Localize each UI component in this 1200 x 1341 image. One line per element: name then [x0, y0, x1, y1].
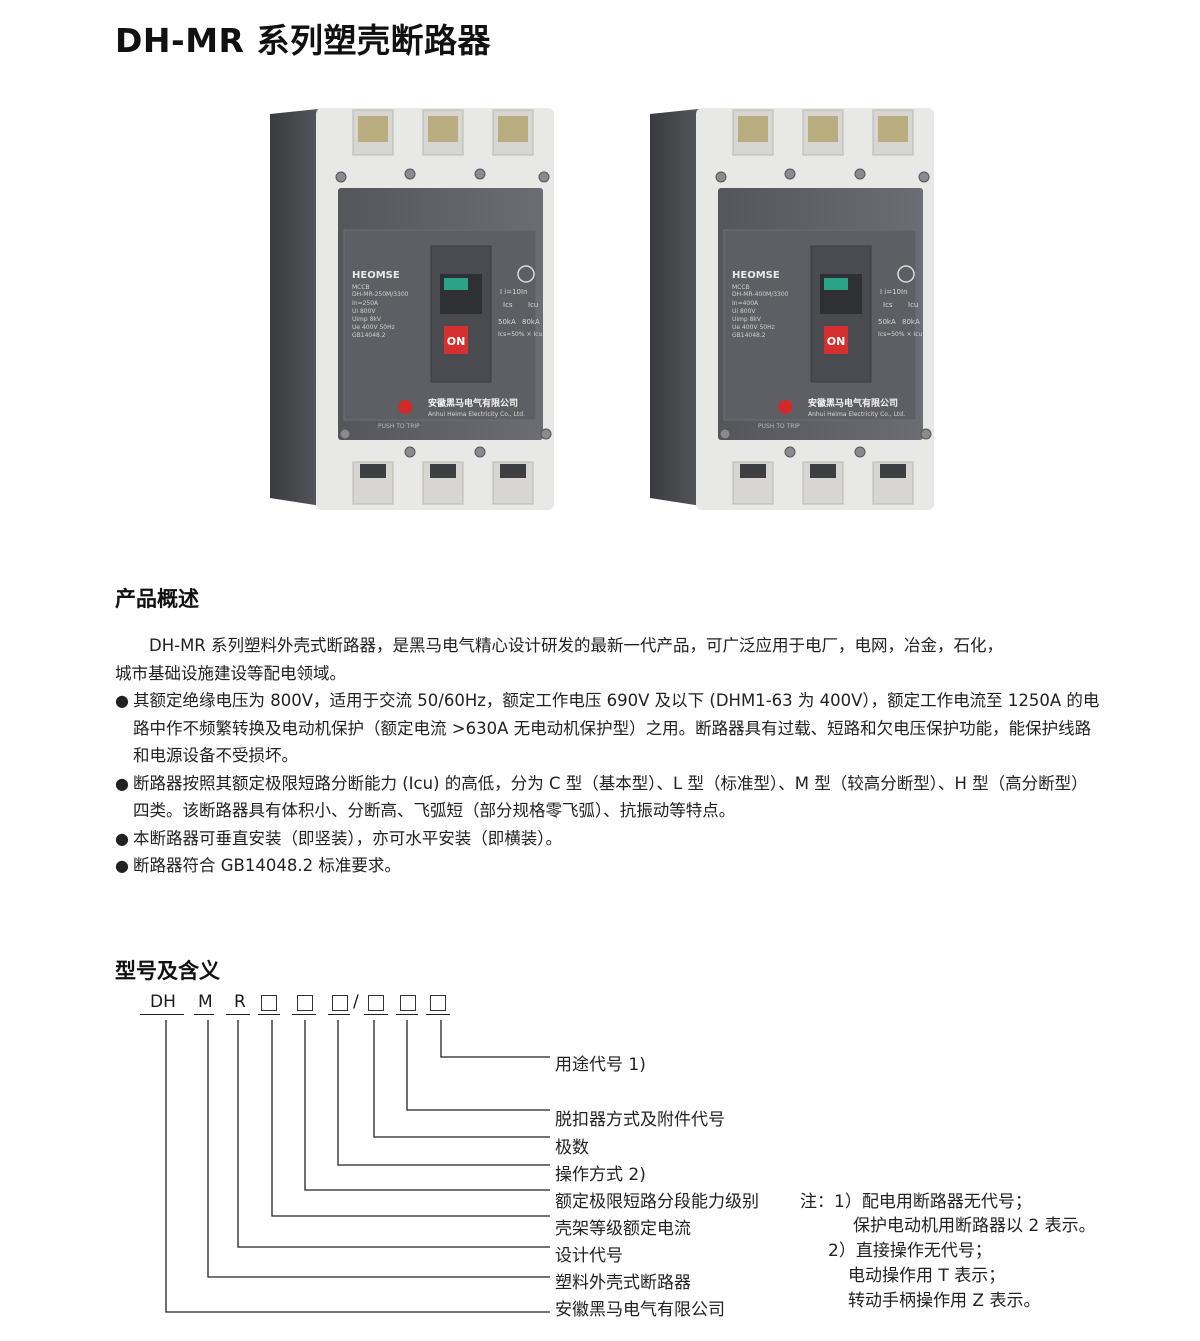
code-slash: / — [353, 992, 359, 1012]
overview-intro-line2: 城市基础设施建设等配电领域。 — [115, 663, 346, 683]
meaning-label: 安徽黑马电气有限公司 — [555, 1300, 725, 1320]
svg-text:MCCB: MCCB — [352, 284, 370, 291]
svg-text:PUSH TO TRIP: PUSH TO TRIP — [378, 423, 420, 430]
brand-label: HEOMSE — [352, 270, 400, 281]
bullet-icon: ● — [115, 828, 129, 848]
svg-text:50kA: 50kA — [878, 318, 896, 326]
meaning-label: 脱扣器方式及附件代号 — [555, 1110, 725, 1130]
note-line: 2）直接操作无代号； — [828, 1241, 992, 1261]
handle-on-label: ON — [827, 335, 846, 348]
breaker-image-2: ON HEOMSE MCCB DH-MR-400M/3300 In=400A U… — [648, 102, 953, 522]
svg-text:Ics=50% × Icu: Ics=50% × Icu — [878, 331, 922, 338]
note-line: 保护电动机用断路器以 2 表示。 — [853, 1216, 1096, 1236]
code-placeholder-box — [368, 995, 384, 1011]
code-placeholder-box — [430, 995, 446, 1011]
svg-text:I i=10In: I i=10In — [500, 288, 528, 296]
overview-bullet: ●断路器符合 GB14048.2 标准要求。 — [115, 852, 1105, 880]
overview-bullet: ●其额定绝缘电压为 800V，适用于交流 50/60Hz，额定工作电压 690V… — [115, 687, 1105, 770]
breaker-image-1: ON HEOMSE MCCB DH-MR-250M/3300 In=250A U… — [268, 102, 573, 522]
overview-intro-line1: DH-MR 系列塑料外壳式断路器，是黑马电气精心设计研发的最新一代产品，可广泛应… — [149, 636, 1004, 655]
note-line: 转动手柄操作用 Z 表示。 — [848, 1291, 1041, 1311]
svg-text:I i=10In: I i=10In — [880, 288, 908, 296]
brand-label: HEOMSE — [732, 270, 780, 281]
svg-text:Ics: Ics — [883, 301, 893, 309]
svg-text:MCCB: MCCB — [732, 284, 750, 291]
ccc-mark-icon — [517, 265, 535, 283]
code-placeholder-box — [261, 995, 277, 1011]
model-code: DH M R / — [140, 992, 460, 1016]
overview-bullet: ●本断路器可垂直安装（即竖装），亦可水平安装（即横装）。 — [115, 825, 1105, 853]
handle-on-label: ON — [447, 335, 466, 348]
bullet-icon: ● — [115, 773, 129, 793]
meaning-label: 额定极限短路分段能力级别 — [555, 1192, 759, 1212]
push-to-trip-button — [398, 400, 412, 414]
meaning-label: 设计代号 — [555, 1246, 623, 1266]
push-to-trip-button — [778, 400, 792, 414]
code-placeholder-box — [332, 995, 348, 1011]
breaker-illustration: ON HEOMSE MCCB DH-MR-250M/3300 In=250A U… — [270, 108, 554, 510]
model-connector-lines — [165, 1020, 550, 1313]
svg-text:Ue 400V 50Hz: Ue 400V 50Hz — [352, 324, 395, 331]
svg-text:Anhui Heima Electricity Co., L: Anhui Heima Electricity Co., Ltd. — [808, 411, 905, 418]
meaning-label: 操作方式 2) — [555, 1165, 646, 1185]
note-line: 电动操作用 T 表示； — [848, 1266, 1006, 1286]
meaning-label: 极数 — [555, 1138, 589, 1158]
overview-body: DH-MR 系列塑料外壳式断路器，是黑马电气精心设计研发的最新一代产品，可广泛应… — [115, 632, 1105, 880]
page-title: DH-MR 系列塑壳断路器 — [115, 21, 491, 60]
meaning-label: 壳架等级额定电流 — [555, 1219, 691, 1239]
svg-text:50kA: 50kA — [498, 318, 516, 326]
svg-text:In=400A: In=400A — [732, 300, 759, 307]
overview-bullet: ●断路器按照其额定极限短路分断能力 (Icu) 的高低，分为 C 型（基本型）、… — [115, 770, 1105, 825]
svg-text:80kA: 80kA — [522, 318, 540, 326]
breaker-illustration: ON HEOMSE MCCB DH-MR-400M/3300 In=400A U… — [650, 108, 934, 510]
bullet-icon: ● — [115, 856, 129, 875]
svg-text:Anhui Heima Electricity Co., L: Anhui Heima Electricity Co., Ltd. — [428, 411, 525, 418]
svg-text:Ics: Ics — [503, 301, 513, 309]
svg-text:Icu: Icu — [528, 301, 538, 309]
svg-text:GB14048.2: GB14048.2 — [352, 332, 386, 339]
note-line: 注：1）配电用断路器无代号； — [800, 1192, 1032, 1212]
model-meaning-heading: 型号及含义 — [115, 959, 220, 983]
svg-text:PUSH TO TRIP: PUSH TO TRIP — [758, 423, 800, 430]
meaning-label: 塑料外壳式断路器 — [555, 1273, 691, 1293]
svg-text:Ui 800V: Ui 800V — [732, 308, 756, 315]
svg-text:Ics=50% × Icu: Ics=50% × Icu — [498, 331, 542, 338]
svg-text:80kA: 80kA — [902, 318, 920, 326]
svg-text:Uimp 8kV: Uimp 8kV — [352, 316, 382, 323]
svg-text:Ue 400V 50Hz: Ue 400V 50Hz — [732, 324, 775, 331]
svg-text:Uimp 8kV: Uimp 8kV — [732, 316, 762, 323]
svg-text:In=250A: In=250A — [352, 300, 379, 307]
company-cn-label: 安徽黑马电气有限公司 — [808, 397, 898, 409]
code-placeholder-box — [400, 995, 416, 1011]
svg-text:DH-MR-400M/3300: DH-MR-400M/3300 — [732, 291, 789, 298]
ccc-mark-icon — [897, 265, 915, 283]
code-prefix-r: R — [234, 992, 246, 1012]
svg-text:GB14048.2: GB14048.2 — [732, 332, 766, 339]
bullet-icon: ● — [115, 691, 129, 710]
code-prefix-m: M — [198, 992, 213, 1012]
svg-text:Ui 800V: Ui 800V — [352, 308, 376, 315]
overview-heading: 产品概述 — [115, 587, 199, 611]
company-cn-label: 安徽黑马电气有限公司 — [428, 397, 518, 409]
meaning-label: 用途代号 1) — [555, 1055, 646, 1075]
svg-text:Icu: Icu — [908, 301, 918, 309]
svg-text:DH-MR-250M/3300: DH-MR-250M/3300 — [352, 291, 409, 298]
code-underline — [140, 1014, 458, 1015]
code-prefix-dh: DH — [150, 992, 176, 1012]
code-placeholder-box — [297, 995, 313, 1011]
